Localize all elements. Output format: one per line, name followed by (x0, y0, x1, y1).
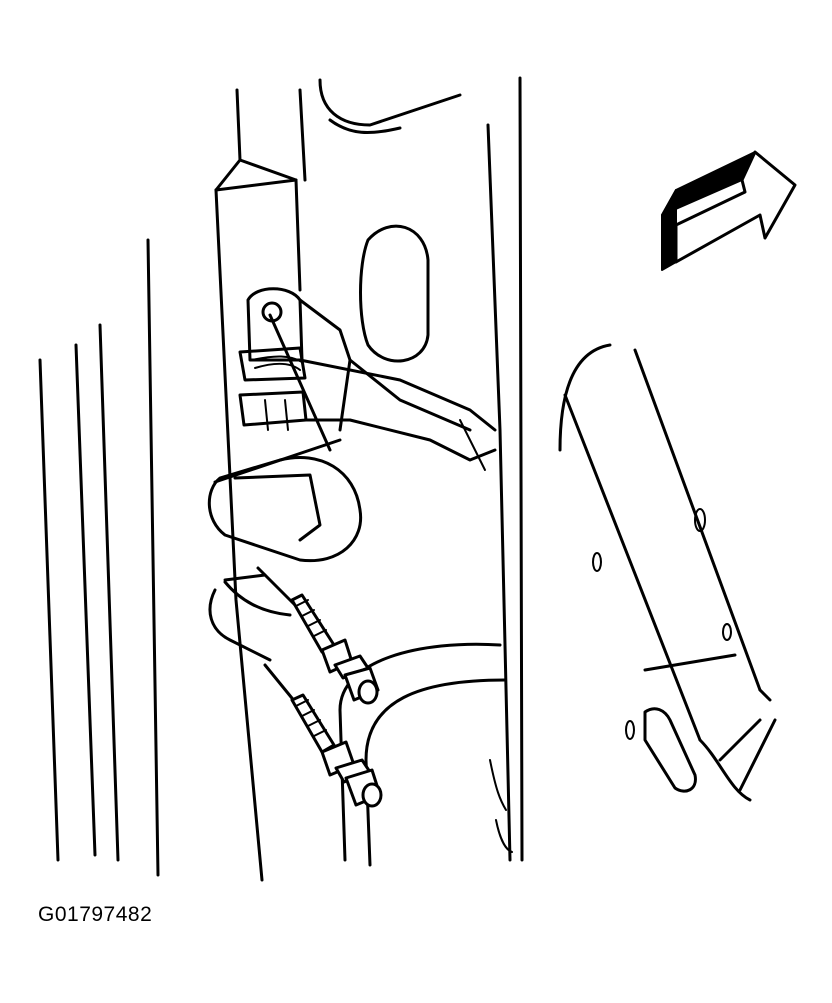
hinge-pin (268, 313, 332, 452)
door-pillar (214, 76, 524, 882)
hinge-bolt-upper (256, 566, 380, 705)
door-panel (558, 343, 777, 802)
hinge-bolt-lower (263, 663, 383, 808)
detail-callout-lower (208, 573, 292, 662)
figure-id-label: G01797482 (38, 903, 153, 926)
left-body-panel (38, 238, 160, 877)
vehicle-front-arrow-icon (661, 150, 797, 271)
door-hinge (238, 287, 497, 471)
detail-callout-upper (207, 438, 363, 563)
